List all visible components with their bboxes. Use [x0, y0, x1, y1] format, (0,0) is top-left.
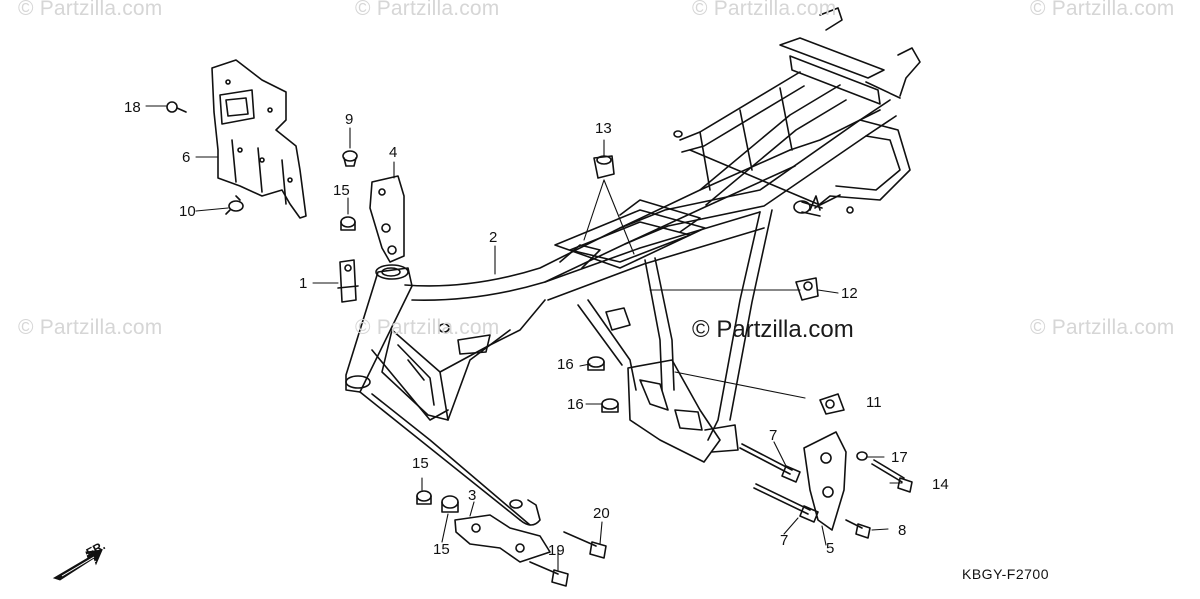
leader-lines — [145, 105, 903, 571]
watermark: © Partzilla.com — [1030, 316, 1175, 339]
bracket-part-5 — [803, 431, 847, 531]
callout-label: 1 — [299, 275, 308, 292]
bracket-part-4 — [369, 175, 405, 263]
clip-part-9 — [342, 150, 358, 167]
callout-label: 19 — [548, 542, 565, 559]
callout-label: 18 — [124, 99, 141, 116]
clip-part-12 — [795, 277, 819, 301]
bolt-part-20 — [563, 531, 607, 559]
bolt-part-19 — [529, 561, 569, 587]
watermark-main: © Partzilla.com — [692, 316, 854, 343]
watermark: © Partzilla.com — [355, 316, 500, 339]
bolt-part-14 — [871, 459, 913, 493]
callout-label: 7 — [780, 532, 789, 549]
callout-label: 16 — [557, 356, 574, 373]
watermark: © Partzilla.com — [692, 0, 837, 20]
clip-part-13 — [593, 155, 615, 179]
watermark: © Partzilla.com — [1030, 0, 1175, 20]
screw-part-10 — [225, 195, 244, 215]
callout-label: 15 — [333, 182, 350, 199]
callout-label: 9 — [345, 111, 354, 128]
collar-part-15a — [340, 216, 356, 231]
clip-part-11 — [819, 393, 845, 415]
watermark: © Partzilla.com — [18, 316, 163, 339]
bolt-part-7b — [753, 483, 819, 523]
callout-label: 8 — [898, 522, 907, 539]
main-frame-part — [345, 7, 921, 526]
callout-label: 11 — [866, 394, 882, 411]
callout-label: 10 — [179, 203, 196, 220]
callout-label: 16 — [567, 396, 584, 413]
diagram-code: KBGY-F2700 — [962, 566, 1049, 582]
front-direction-arrow-icon — [52, 549, 103, 581]
callout-label: 2 — [489, 229, 498, 246]
bolt-part-7a — [739, 443, 801, 483]
washer-part-17 — [856, 451, 868, 461]
collar-part-16a — [587, 356, 605, 371]
inner-panel-part — [211, 59, 307, 219]
callout-label: 4 — [389, 144, 398, 161]
callout-label: 20 — [593, 505, 610, 522]
callout-label: 7 — [769, 427, 778, 444]
callout-label: 17 — [891, 449, 908, 466]
bracket-part-3 — [454, 514, 551, 563]
collar-part-15b — [416, 490, 432, 505]
callout-label: 3 — [468, 487, 477, 504]
bolt-part-8 — [845, 519, 871, 539]
callout-label: 6 — [182, 149, 191, 166]
callout-label: 12 — [841, 285, 858, 302]
callout-label: 15 — [412, 455, 429, 472]
collar-part-15c — [441, 495, 459, 513]
watermark: © Partzilla.com — [18, 0, 163, 20]
collar-part-16b — [601, 398, 619, 413]
callout-label: 5 — [826, 540, 835, 557]
callout-label: 14 — [932, 476, 949, 493]
callout-label: 13 — [595, 120, 612, 137]
screw-part-18 — [166, 101, 187, 113]
callout-label: 15 — [433, 541, 450, 558]
clamp-part-1 — [337, 259, 359, 303]
watermark: © Partzilla.com — [355, 0, 500, 20]
